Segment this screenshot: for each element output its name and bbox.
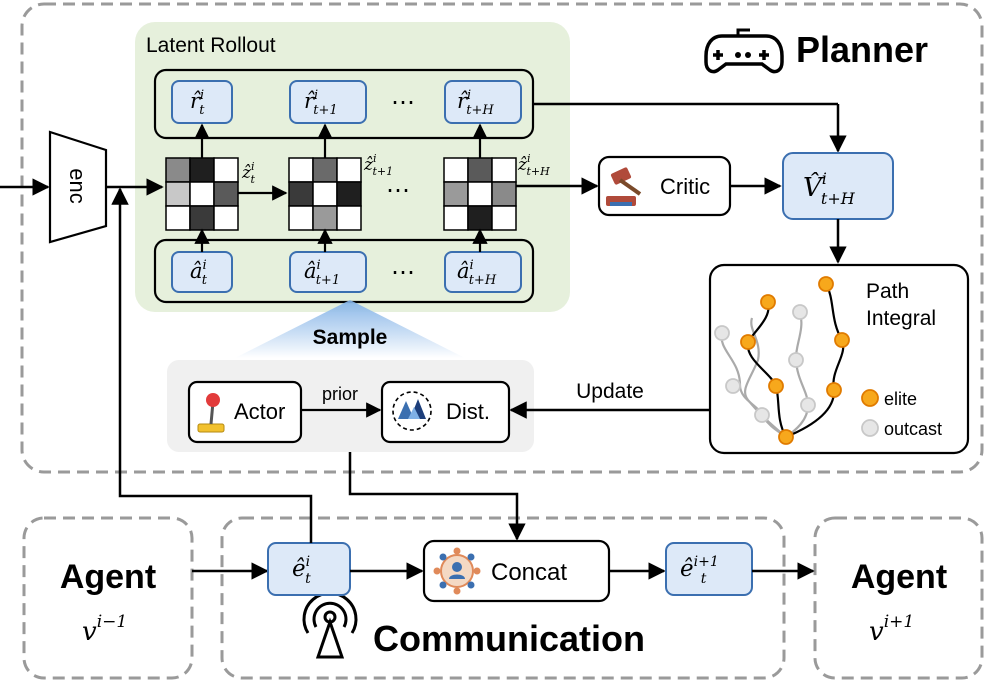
- elite-paths: [746, 283, 845, 439]
- svg-text:êit: êit: [292, 554, 311, 587]
- distribution-icon: [392, 391, 432, 431]
- dist-label: Dist.: [446, 399, 490, 424]
- svg-text:âit: âit: [190, 258, 208, 288]
- path-integral-title: Integral: [866, 307, 936, 330]
- path-integral-box: [708, 263, 970, 455]
- critic-label: Critic: [660, 174, 710, 199]
- latent-grid-cell: [288, 181, 314, 207]
- gamepad-icon: [704, 28, 784, 74]
- outcast-points: [714, 304, 816, 423]
- latent-grid: [165, 157, 239, 231]
- legend-elite-marker: [861, 389, 879, 407]
- latent-grid-cell: [189, 205, 215, 231]
- agent-next-frame: [813, 516, 984, 680]
- latent-grid-cell: [491, 205, 517, 231]
- dist-box: [380, 380, 511, 444]
- latent-grid-cell: [443, 157, 469, 183]
- agent-prev-index: vi−1: [82, 612, 127, 647]
- path-integral-title: Path: [866, 280, 909, 303]
- svg-text:r̂it: r̂it: [190, 88, 205, 118]
- sample-fan: [235, 300, 465, 358]
- antenna-icon: [302, 591, 358, 659]
- latent-grid-cell: [288, 157, 314, 183]
- actor-label: Actor: [234, 399, 285, 424]
- latent-grid-cell: [336, 205, 362, 231]
- latent-grid-cell: [165, 205, 191, 231]
- rollout-arrows: [194, 123, 488, 252]
- planner-title: Planner: [796, 29, 928, 70]
- agent-prev-label: Agent: [60, 558, 156, 596]
- legend-outcast-label: outcast: [884, 419, 942, 439]
- svg-text:r̂it+1: r̂it+1: [304, 88, 338, 118]
- latent-grid-cell: [467, 205, 493, 231]
- svg-text:âit+1: âit+1: [304, 258, 340, 288]
- network-people-icon: [433, 547, 481, 595]
- latent-grid-cell: [467, 157, 493, 183]
- svg-text:êi+1t: êi+1t: [680, 554, 719, 587]
- latent-grid-cell: [312, 205, 338, 231]
- action-row-frame: [153, 238, 535, 304]
- latent-grid-cell: [467, 181, 493, 207]
- action-ellipsis: ⋯: [391, 259, 415, 286]
- latent-grid-cell: [443, 181, 469, 207]
- agent-next-label: Agent: [851, 558, 947, 596]
- dist-to-concat-line: [348, 452, 526, 541]
- update-label: Update: [576, 380, 644, 403]
- communication-frame: [220, 516, 786, 680]
- encoder-label: enc: [65, 168, 90, 203]
- latent-grid-cell: [336, 157, 362, 183]
- message-to-encoder-line: [111, 187, 313, 543]
- agent-next-index: vi+1: [869, 612, 914, 647]
- agent-prev-frame: [22, 516, 194, 680]
- planner-frame: [20, 2, 984, 474]
- latent-grid-cell: [491, 157, 517, 183]
- latent-grid-cell: [288, 205, 314, 231]
- latent-grid-cell: [213, 157, 239, 183]
- latent-grid: [288, 157, 362, 231]
- latent-ellipsis: ⋯: [386, 177, 410, 204]
- latent-grid-cell: [491, 181, 517, 207]
- communication-title: Communication: [373, 618, 645, 659]
- gavel-icon: [606, 167, 642, 206]
- svg-text:âit+H: âit+H: [457, 258, 497, 288]
- elite-points: [740, 276, 850, 445]
- legend-elite-label: elite: [884, 389, 917, 409]
- latent-grid-cell: [443, 205, 469, 231]
- encoder-trapezoid: [48, 130, 108, 244]
- latent-grid-cell: [336, 181, 362, 207]
- latent-grid-cell: [189, 181, 215, 207]
- latent-grid-cell: [165, 181, 191, 207]
- latent-rollout-title: Latent Rollout: [146, 34, 276, 57]
- svg-text:V̂it+H: V̂it+H: [803, 169, 856, 208]
- latent-grid-cell: [312, 157, 338, 183]
- latent-grid-cell: [189, 157, 215, 183]
- latent-grid: [443, 157, 517, 231]
- latent-grid-cell: [165, 157, 191, 183]
- reward-ellipsis: ⋯: [391, 89, 415, 116]
- latent-grid-cell: [213, 181, 239, 207]
- legend-outcast-marker: [861, 419, 879, 437]
- latent-grid-cell: [213, 205, 239, 231]
- sample-label: Sample: [313, 326, 388, 349]
- joystick-icon: [197, 393, 225, 433]
- prior-label: prior: [322, 384, 358, 404]
- latent-grid-cell: [312, 181, 338, 207]
- svg-text:r̂it+H: r̂it+H: [457, 88, 494, 118]
- concat-label: Concat: [491, 559, 567, 586]
